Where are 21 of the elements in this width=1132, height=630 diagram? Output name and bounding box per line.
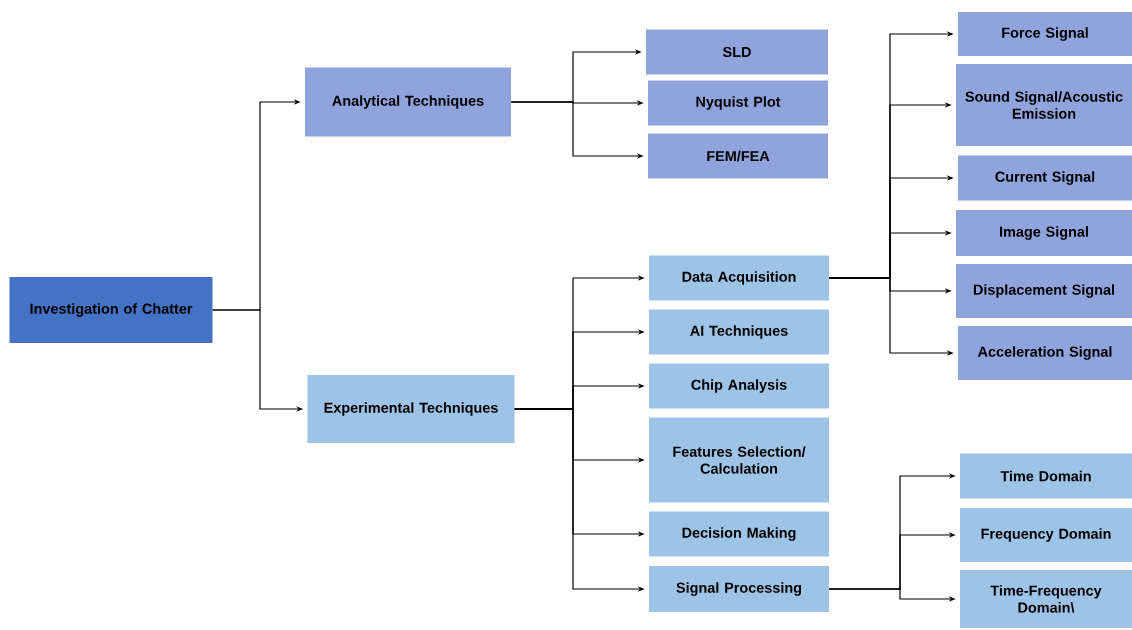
process-box: Sound Signal/Acoustic Emission	[956, 64, 1132, 146]
process-box: Nyquist Plot	[648, 80, 828, 126]
process-box: Data Acquisition	[649, 255, 829, 301]
process-box: AI Techniques	[649, 309, 829, 355]
process-box: Experimental Techniques	[307, 375, 515, 443]
process-box: Image Signal	[956, 210, 1132, 256]
process-box: Decision Making	[649, 511, 829, 557]
process-box: Time-Frequency Domain\	[960, 570, 1132, 628]
process-box: Chip Analysis	[649, 363, 829, 409]
process-box: Acceleration Signal	[958, 326, 1132, 380]
process-box: Frequency Domain	[960, 508, 1132, 562]
process-box: Features Selection/ Calculation	[649, 417, 829, 503]
process-box: Time Domain	[960, 453, 1132, 499]
process-box: Force Signal	[958, 12, 1132, 56]
process-box: Signal Processing	[649, 566, 829, 612]
process-box: Investigation of Chatter	[9, 277, 213, 343]
process-box: Displacement Signal	[956, 264, 1132, 318]
process-box: FEM/FEA	[648, 133, 828, 179]
process-box: Current Signal	[958, 155, 1132, 201]
process-box: Analytical Techniques	[305, 67, 511, 137]
process-box: SLD	[646, 29, 828, 75]
